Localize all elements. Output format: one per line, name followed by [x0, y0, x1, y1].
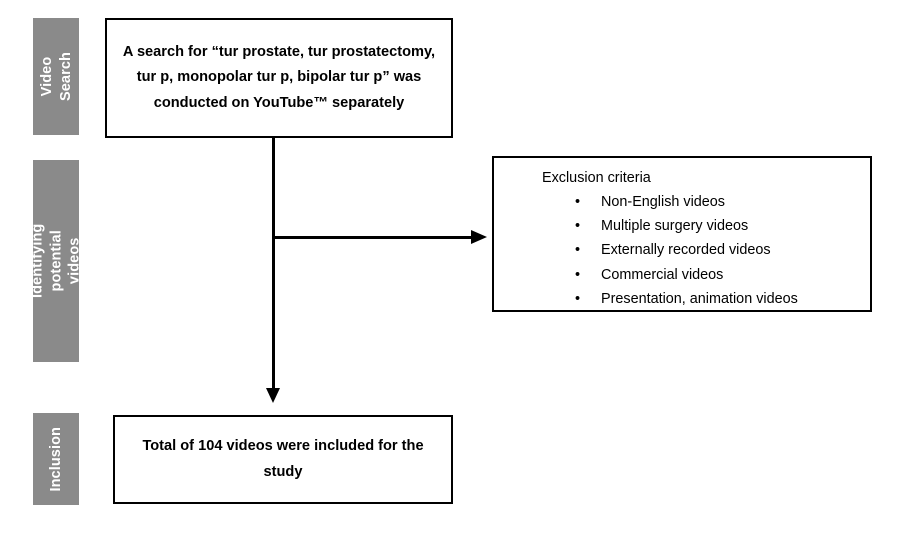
bullet-icon: • [575, 266, 581, 283]
flow-box-search: A search for “tur prostate, tur prostate… [105, 18, 453, 138]
stage-bar-video-search-label: Video Search [38, 52, 74, 101]
exclusion-criteria-list: • Non-English videos • Multiple surgery vid… [542, 190, 870, 311]
bullet-icon: • [575, 194, 581, 210]
stage-bar-video-search: Video Search [33, 18, 79, 135]
exclusion-content: Exclusion criteria • Non-English videos • M… [494, 158, 870, 311]
exclusion-criteria-item: • Non-English videos [542, 190, 870, 214]
arrow-right-icon [471, 230, 487, 244]
exclusion-criteria-item-label: Externally recorded videos [601, 242, 771, 259]
bullet-icon: • [575, 242, 581, 259]
stage-bar-inclusion-label: Inclusion [47, 426, 64, 492]
exclusion-criteria-title: Exclusion criteria [542, 170, 651, 186]
arrow-down-icon [266, 388, 280, 403]
connector-vertical-trunk [272, 138, 275, 395]
exclusion-criteria-item-label: Presentation, animation videos [601, 290, 798, 307]
exclusion-criteria-item: • Externally recorded videos [542, 238, 870, 262]
flow-box-inclusion-total: Total of 104 videos were included for th… [113, 415, 453, 504]
connector-horizontal-branch [272, 236, 481, 239]
exclusion-criteria-item: • Commercial videos [542, 263, 870, 287]
stage-bar-identifying-potential-videos: Identifying potential videos [33, 160, 79, 362]
flow-box-inclusion-total-text: Total of 104 videos were included for th… [142, 438, 424, 480]
bullet-icon: • [575, 290, 581, 307]
exclusion-criteria-item: • Multiple surgery videos [542, 214, 870, 238]
stage-bar-inclusion: Inclusion [33, 413, 79, 505]
exclusion-criteria-item: • Presentation, animation videos [542, 287, 870, 311]
flow-box-exclusion-criteria: Exclusion criteria • Non-English videos • M… [492, 156, 872, 312]
exclusion-criteria-item-label: Commercial videos [601, 266, 724, 283]
exclusion-criteria-item-label: Non-English videos [601, 194, 725, 210]
exclusion-criteria-item-label: Multiple surgery videos [601, 218, 749, 235]
flow-box-search-text: A search for “tur prostate, tur prostate… [122, 44, 436, 111]
bullet-icon: • [575, 218, 581, 235]
stage-bar-identifying-potential-videos-label: Identifying potential videos [33, 223, 79, 299]
